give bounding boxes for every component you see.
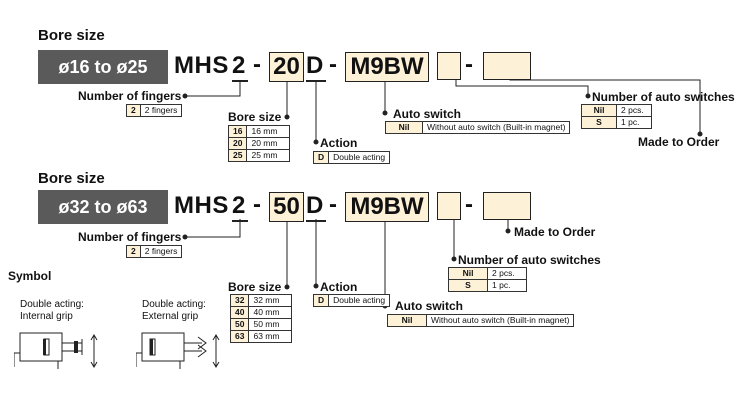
bore-value: 63 mm bbox=[248, 330, 293, 343]
bore-value: 20 mm bbox=[246, 137, 291, 150]
bore-key: 63 bbox=[229, 330, 250, 343]
bore-value: 25 mm bbox=[246, 149, 291, 162]
action-code-2: D bbox=[306, 192, 324, 219]
bore-label-2: Bore size bbox=[228, 280, 282, 294]
bore-label-1: Bore size bbox=[228, 110, 282, 124]
dash-2c: - bbox=[465, 191, 473, 218]
finger-code-underline-2 bbox=[232, 220, 248, 222]
num-switches-value: 1 pc. bbox=[487, 279, 527, 292]
bore-key: 25 bbox=[227, 149, 248, 162]
bore-key: 40 bbox=[229, 306, 250, 319]
bore-size-heading-2: Bore size bbox=[38, 170, 105, 187]
finger-code-underline-1 bbox=[232, 80, 248, 82]
fingers-value: 2 fingers bbox=[139, 245, 183, 258]
action-key: D bbox=[312, 151, 330, 164]
symbol-internal-line1: Double acting: bbox=[20, 299, 84, 310]
made-to-order-label-1: Made to Order bbox=[638, 135, 720, 149]
num-switches-key: S bbox=[448, 279, 488, 292]
num-switches-value: 2 pcs. bbox=[487, 267, 527, 280]
external-grip-symbol bbox=[136, 332, 220, 369]
bore-value: 16 mm bbox=[246, 125, 291, 138]
num-switches-label-2: Number of auto switches bbox=[458, 253, 601, 267]
num-switches-label-1: Number of auto switches bbox=[592, 90, 735, 104]
series-code-2: MHS bbox=[174, 192, 229, 219]
action-code-1: D bbox=[306, 52, 324, 79]
num-switches-value: 2 pcs. bbox=[616, 104, 652, 117]
symbol-internal-caption: Double acting: Internal grip bbox=[20, 299, 84, 323]
fingers-value: 2 fingers bbox=[139, 104, 183, 117]
bore-key: 50 bbox=[229, 318, 250, 331]
made-to-order-box-2 bbox=[483, 192, 531, 220]
auto-switch-label-1: Auto switch bbox=[393, 107, 461, 121]
symbol-external-line1: Double acting: bbox=[142, 299, 206, 310]
dash-1c: - bbox=[465, 51, 473, 78]
auto-switch-value: Without auto switch (Built-in magnet) bbox=[425, 314, 575, 327]
action-label-1: Action bbox=[320, 136, 358, 150]
num-switches-box-1 bbox=[437, 52, 461, 80]
bore-value: 32 mm bbox=[248, 294, 293, 307]
finger-code-1: 2 bbox=[232, 52, 246, 79]
bore-range-2: ø32 to ø63 bbox=[38, 190, 168, 224]
bore-key: 20 bbox=[227, 137, 248, 150]
action-key: D bbox=[312, 294, 330, 307]
bore-range-1: ø16 to ø25 bbox=[38, 50, 168, 84]
auto-switch-label-2: Auto switch bbox=[395, 299, 463, 313]
series-code-1: MHS bbox=[174, 52, 229, 79]
symbol-heading: Symbol bbox=[8, 269, 52, 283]
dash-1b: - bbox=[329, 51, 337, 78]
action-code-underline-2 bbox=[306, 220, 326, 222]
bore-size-heading-1: Bore size bbox=[38, 27, 105, 44]
bore-code-box-1: 20 bbox=[269, 52, 304, 82]
made-to-order-box-1 bbox=[483, 52, 531, 80]
num-switches-key: S bbox=[581, 116, 617, 129]
auto-switch-key: Nil bbox=[385, 121, 423, 134]
num-switches-value: 1 pc. bbox=[616, 116, 652, 129]
internal-grip-symbol bbox=[14, 332, 98, 369]
fingers-key: 2 bbox=[126, 245, 141, 258]
action-code-underline-1 bbox=[306, 80, 326, 82]
fingers-label-1: Number of fingers bbox=[78, 89, 182, 103]
action-label-2: Action bbox=[320, 280, 358, 294]
bore-value: 40 mm bbox=[248, 306, 293, 319]
action-value: Double acting bbox=[328, 151, 391, 164]
fingers-key: 2 bbox=[126, 104, 141, 117]
dash-1a: - bbox=[253, 51, 261, 78]
bore-key: 32 bbox=[229, 294, 250, 307]
num-switches-key: Nil bbox=[581, 104, 617, 117]
symbol-external-caption: Double acting: External grip bbox=[142, 299, 206, 323]
switch-code-box-2: M9BW bbox=[345, 192, 429, 222]
bore-key: 16 bbox=[227, 125, 248, 138]
finger-code-2: 2 bbox=[232, 192, 246, 219]
switch-code-box-1: M9BW bbox=[345, 52, 429, 82]
symbol-external-line2: External grip bbox=[142, 311, 199, 322]
dash-2a: - bbox=[253, 191, 261, 218]
num-switches-key: Nil bbox=[448, 267, 488, 280]
symbol-internal-line2: Internal grip bbox=[20, 311, 73, 322]
action-value: Double acting bbox=[328, 294, 391, 307]
bore-code-box-2: 50 bbox=[269, 192, 304, 222]
num-switches-box-2 bbox=[437, 192, 461, 220]
auto-switch-key: Nil bbox=[387, 314, 427, 327]
made-to-order-label-2: Made to Order bbox=[514, 225, 596, 239]
auto-switch-value: Without auto switch (Built-in magnet) bbox=[421, 121, 571, 134]
fingers-label-2: Number of fingers bbox=[78, 230, 182, 244]
dash-2b: - bbox=[329, 191, 337, 218]
bore-value: 50 mm bbox=[248, 318, 293, 331]
